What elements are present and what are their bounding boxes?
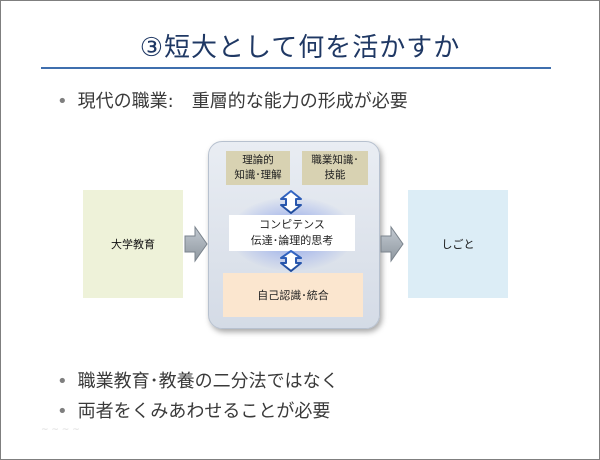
- competence-chip: コンピテンス 伝達･論理的思考: [229, 215, 355, 251]
- theory-chip-line-2: 知識･理解: [234, 169, 282, 181]
- bullet-dot: •: [57, 91, 68, 112]
- bullet-item-3: • 両者をくみあわせることが必要: [57, 397, 330, 423]
- university-education-box: 大学教育: [83, 190, 183, 298]
- self-awareness-chip: 自己認識･統合: [223, 273, 363, 317]
- slide-title: ③短大として何を活かすか: [139, 33, 461, 63]
- bullet-dot: •: [57, 401, 68, 422]
- bullet-text: 職業教育･教養の二分法ではなく: [77, 371, 339, 392]
- faint-footer-mark: ~ ~ ~ ~: [41, 425, 80, 435]
- skill-chip-line-2: 技能: [324, 169, 346, 181]
- vocational-skill-chip: 職業知識･ 技能: [302, 151, 368, 185]
- right-arrow-icon: [184, 225, 208, 263]
- bullet-item-1: • 現代の職業: 重層的な能力の形成が必要: [57, 87, 408, 113]
- bullet-text: 両者をくみあわせることが必要: [77, 401, 331, 422]
- competence-chip-line-2: 伝達･論理的思考: [250, 234, 334, 247]
- right-arrow-icon: [380, 225, 404, 263]
- up-down-arrow-icon: [280, 250, 302, 272]
- skill-chip-line-1: 職業知識･: [311, 154, 359, 166]
- theory-knowledge-chip: 理論的 知識･理解: [226, 151, 290, 185]
- theory-chip-line-1: 理論的: [242, 154, 274, 166]
- university-education-label: 大学教育: [111, 238, 155, 251]
- competence-chip-line-1: コンピテンス: [259, 218, 325, 231]
- up-down-arrow-icon: [280, 190, 302, 214]
- bullet-text: 現代の職業: 重層的な能力の形成が必要: [77, 91, 408, 112]
- work-box: しごと: [408, 190, 508, 298]
- title-divider: [41, 67, 551, 69]
- bullet-item-2: • 職業教育･教養の二分法ではなく: [57, 367, 339, 393]
- self-awareness-label: 自己認識･統合: [257, 288, 329, 302]
- bullet-dot: •: [57, 371, 68, 392]
- work-label: しごと: [441, 238, 475, 251]
